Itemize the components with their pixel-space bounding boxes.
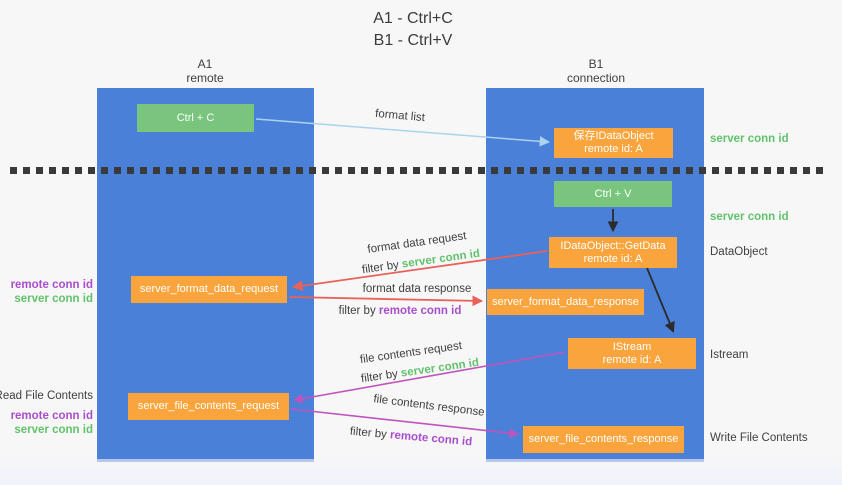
- node-save-idataobject: 保存IDataObject remote id: A: [554, 128, 673, 158]
- node-idataobject-getdata-line1: IDataObject::GetData: [560, 239, 666, 252]
- lane-a1-role: remote: [186, 71, 224, 85]
- node-server-format-data-request-label: server_format_data_request: [139, 283, 279, 295]
- node-server-file-contents-request-label: server_file_contents_request: [137, 400, 280, 412]
- node-istream: IStream remote id: A: [568, 338, 696, 369]
- lane-b1-role: connection: [566, 71, 626, 85]
- node-server-format-data-request: server_format_data_request: [131, 276, 287, 303]
- annotation-remote-conn-id-2: remote conn id: [10, 410, 93, 422]
- node-server-file-contents-request: server_file_contents_request: [128, 393, 289, 420]
- node-istream-line1: IStream: [612, 340, 652, 353]
- node-save-idataobject-line2: remote id: A: [584, 143, 643, 155]
- node-ctrl-c: Ctrl + C: [137, 104, 254, 132]
- node-server-format-data-response-label: server_format_data_response: [492, 295, 639, 308]
- annotation-dataobject: DataObject: [710, 246, 768, 258]
- server-conn-id-text: server conn id: [401, 247, 481, 271]
- annotation-write-file-contents: Write File Contents: [710, 432, 808, 444]
- annotation-server-conn-id-top: server conn id: [710, 133, 789, 145]
- node-server-file-contents-response-label: server_file_contents_response: [528, 433, 679, 445]
- node-server-file-contents-response: server_file_contents_response: [523, 426, 684, 453]
- filter-by-text: filter by: [338, 305, 376, 317]
- filter-by-text: filter by: [361, 259, 400, 277]
- remote-conn-id-text: remote conn id: [389, 429, 473, 449]
- annotation-istream: Istream: [710, 349, 749, 361]
- node-ctrl-v-label: Ctrl + V: [594, 187, 632, 200]
- edge-label-file-contents-response: file contents response: [372, 393, 486, 419]
- edge-label-format-data-response: format data response: [362, 283, 472, 295]
- lane-header-a1: A1 remote: [186, 57, 223, 85]
- lane-header-b1: B1 connection: [567, 57, 625, 85]
- format-data-response-arrow: [288, 295, 484, 307]
- node-idataobject-getdata: IDataObject::GetData remote id: A: [549, 237, 677, 268]
- node-istream-line2: remote id: A: [602, 353, 662, 366]
- lane-a1-name: A1: [197, 57, 213, 71]
- annotation-server-conn-id-1: server conn id: [14, 293, 93, 305]
- edge-label-format-list: format list: [374, 107, 426, 125]
- filter-by-text: filter by: [349, 425, 388, 441]
- node-idataobject-getdata-line2: remote id: A: [583, 252, 643, 265]
- edge-label-format-data-response-filter: filter by remote conn id: [339, 305, 462, 317]
- node-ctrl-v: Ctrl + V: [554, 181, 672, 207]
- node-save-idataobject-line1: 保存IDataObject: [573, 130, 654, 142]
- node-server-format-data-response: server_format_data_response: [487, 289, 644, 315]
- node-ctrl-c-label: Ctrl + C: [176, 111, 215, 124]
- edge-label-file-contents-response-filter: filter by remote conn id: [349, 426, 472, 449]
- server-conn-id-text: server conn id: [400, 356, 480, 380]
- annotation-read-file-contents: Read File Contents: [0, 390, 93, 402]
- annotation-server-conn-id-2: server conn id: [14, 424, 93, 436]
- diagram-title: A1 - Ctrl+C B1 - Ctrl+V: [373, 8, 453, 52]
- dotted-separator-line: [10, 167, 824, 174]
- title-line-b1: B1 - Ctrl+V: [373, 32, 453, 49]
- annotation-remote-conn-id-1: remote conn id: [10, 279, 93, 291]
- filter-by-text: filter by: [360, 368, 399, 386]
- remote-conn-id-text: remote conn id: [378, 305, 462, 317]
- title-line-a1: A1 - Ctrl+C: [373, 10, 453, 27]
- lane-b1-name: B1: [588, 57, 604, 71]
- annotation-server-conn-id-mid: server conn id: [710, 211, 789, 223]
